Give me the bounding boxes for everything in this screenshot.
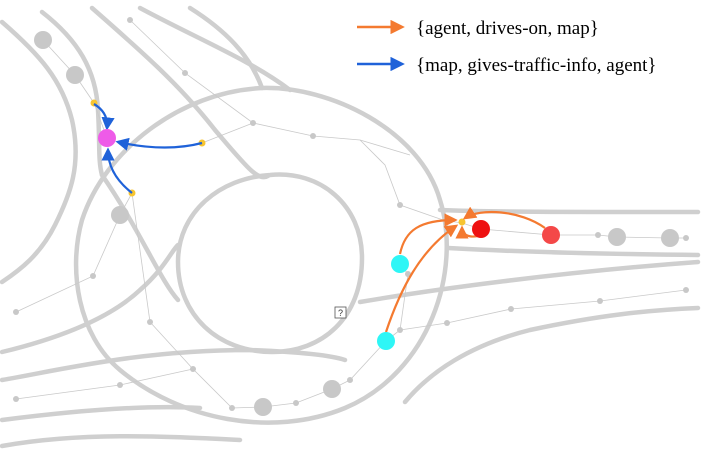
road-west-lower — [0, 347, 348, 383]
unknown-marker-label: ? — [338, 308, 343, 318]
drives-on-arrows — [384, 206, 546, 333]
graph-node — [66, 66, 84, 84]
graph-node — [310, 133, 316, 139]
gives-traffic-info-arrows — [93, 103, 203, 194]
graph-node — [661, 229, 679, 247]
graph-node — [683, 235, 689, 241]
legend-label-drives-on: {agent, drives-on, map} — [416, 18, 599, 39]
road-southeast — [402, 305, 701, 405]
agent-red-light — [542, 226, 560, 244]
graph-node — [405, 271, 411, 277]
graph-node — [90, 273, 96, 279]
graph-node — [117, 382, 123, 388]
road-north-a — [89, 5, 271, 180]
traffic-points — [90, 99, 466, 226]
graph-nodes — [13, 17, 689, 416]
graph-node — [111, 206, 129, 224]
traffic-point — [458, 218, 466, 226]
blue-arrow — [101, 147, 133, 194]
graph-node — [147, 319, 153, 325]
graph-node — [229, 405, 235, 411]
graph-node — [397, 327, 403, 333]
graph-node — [347, 377, 353, 383]
roundabout-outer-ring — [73, 85, 449, 425]
legend-label-gives-traffic-info: {map, gives-traffic-info, agent} — [416, 55, 657, 76]
graph-node — [127, 17, 133, 23]
graph-node — [595, 232, 601, 238]
agent-magenta — [98, 129, 116, 147]
road-east-lower — [357, 259, 701, 305]
agents — [98, 129, 560, 350]
blue-arrow — [115, 137, 203, 151]
road-northwest-left — [0, 19, 78, 285]
graph-node — [444, 320, 450, 326]
road-northwest-right — [39, 9, 105, 178]
graph-node — [608, 228, 626, 246]
agent-red — [472, 220, 490, 238]
road-south — [0, 434, 243, 449]
graph-node — [34, 31, 52, 49]
graph-node — [250, 120, 256, 126]
graph-node — [190, 366, 196, 372]
orange-arrow — [455, 225, 479, 239]
graph-node — [323, 380, 341, 398]
graph-node — [597, 298, 603, 304]
agent-cyan — [391, 255, 409, 273]
graph-node — [293, 400, 299, 406]
graph-node — [397, 202, 403, 208]
road-north-b — [137, 5, 293, 93]
graph-node — [13, 396, 19, 402]
graph-node — [508, 306, 514, 312]
blue-arrow — [93, 103, 115, 131]
agent-cyan — [377, 332, 395, 350]
graph-node — [13, 309, 19, 315]
graph-node — [254, 398, 272, 416]
orange-arrow — [384, 224, 459, 333]
graph-node — [683, 287, 689, 293]
roundabout-inner-ring — [175, 172, 365, 355]
road-north-c — [187, 5, 265, 91]
orange-arrow — [462, 206, 546, 229]
road-south-west — [0, 404, 203, 423]
road-east-upper — [437, 207, 701, 215]
orange-arrow — [398, 213, 458, 255]
road-east-middle — [445, 245, 701, 258]
road-west-upper — [0, 242, 181, 355]
unknown-marker: ? — [334, 306, 347, 319]
road-network — [0, 5, 701, 449]
road-inner-link — [99, 172, 181, 303]
legend: {agent, drives-on, map} {map, gives-traf… — [357, 18, 657, 76]
graph-node — [182, 70, 188, 76]
